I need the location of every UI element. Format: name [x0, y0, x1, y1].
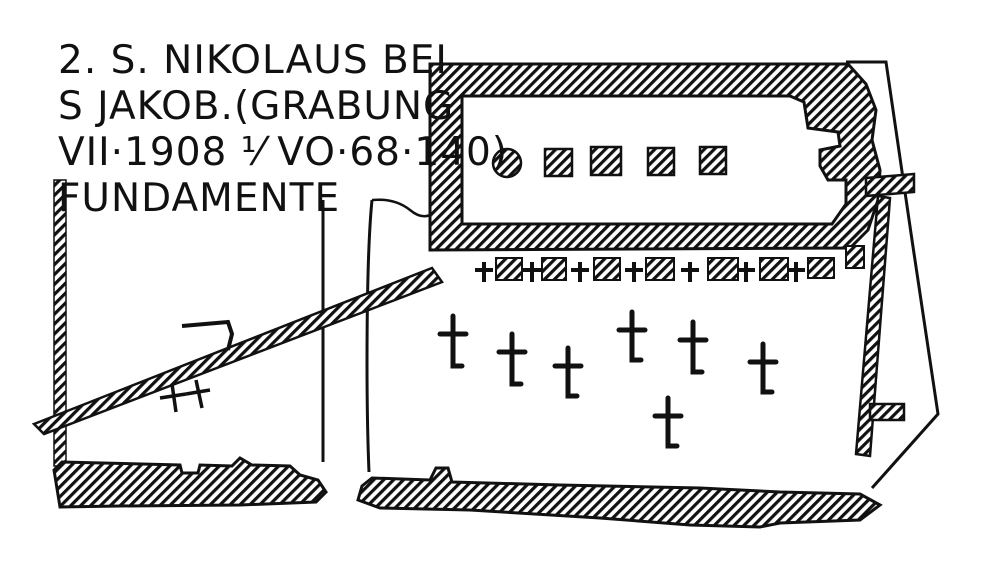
caption-line-1: 2. S. NIKOLAUS BEI: [58, 38, 448, 83]
column-base-4: [698, 145, 728, 176]
cross-icon: [737, 262, 755, 282]
bottom-foundation-left: [52, 456, 328, 509]
strip-block: [593, 257, 621, 281]
strip-block: [541, 257, 567, 281]
right-crossbar-top: [864, 172, 916, 198]
grave-crosses: [437, 309, 779, 449]
cross-icon: [681, 262, 699, 282]
caption-line-2: S JAKOB.(GRABUNG: [58, 84, 455, 129]
column-base-3: [646, 146, 676, 177]
small-crosses: [159, 379, 211, 413]
caption-line-4: FUNDAMENTE: [58, 176, 341, 221]
hook-shape: [181, 319, 235, 351]
cross-icon: [437, 313, 469, 369]
diagonal-wall: [31, 266, 444, 436]
cross-icon: [652, 395, 684, 449]
cross-icon: [552, 345, 584, 399]
strip-block: [707, 257, 739, 281]
caption-line-3: VII·1908 ⅟ VO·68·140): [58, 130, 509, 175]
cross-icon: [496, 331, 528, 387]
center-boundary-line: [365, 199, 374, 473]
right-boundary-line: [846, 60, 940, 489]
cross-icon: [571, 262, 589, 282]
column-base-1: [543, 147, 574, 178]
strip-crosses: [475, 262, 805, 282]
strip-block: [759, 257, 789, 281]
cross-icon: [159, 383, 187, 413]
bottom-foundation-right: [356, 466, 883, 529]
right-crossbar-bottom: [868, 402, 906, 422]
round-pier: [491, 147, 523, 179]
cross-icon: [747, 341, 779, 395]
strip-block: [845, 245, 865, 269]
strip-block: [807, 257, 835, 279]
cross-icon: [523, 262, 541, 282]
strip-block: [645, 257, 675, 281]
plan-caption: 2. S. NIKOLAUS BEI S JAKOB.(GRABUNG VII·…: [58, 38, 508, 222]
cross-icon: [677, 319, 709, 375]
cross-icon: [475, 262, 493, 282]
cross-icon: [185, 379, 211, 409]
foundation-strip: [495, 245, 865, 281]
cross-icon: [787, 262, 805, 282]
right-vertical-wall: [854, 194, 892, 458]
strip-block: [495, 257, 523, 281]
cross-icon: [625, 262, 643, 282]
column-base-2: [589, 145, 623, 177]
church-annex-connector: [371, 198, 433, 218]
church-foundation-wall: [428, 62, 882, 252]
cross-icon: [616, 309, 648, 363]
